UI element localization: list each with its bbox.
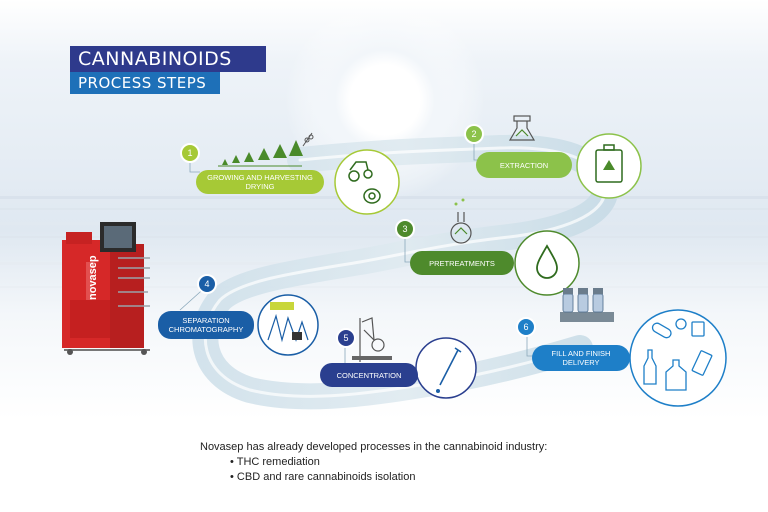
- rotary-evaporator-icon: [352, 317, 392, 362]
- step-1-icon-circle: [334, 149, 400, 215]
- step-2-label: EXTRACTION: [476, 152, 572, 178]
- step-4-number: 4: [197, 274, 217, 294]
- step-4-icon-circle: [257, 294, 319, 356]
- footer-intro: Novasep has already developed processes …: [200, 441, 548, 453]
- step-2-number: 2: [464, 124, 484, 144]
- footer-text: Novasep has already developed processes …: [200, 440, 547, 485]
- flask-icon: [508, 115, 536, 141]
- process-path: [192, 134, 619, 410]
- footer-bullet-2: • CBD and rare cannabinoids isolation: [230, 471, 416, 483]
- step-6-number: 6: [516, 317, 536, 337]
- step-4-label: SEPARATION CHROMATOGRAPHY: [158, 311, 254, 339]
- step-5-number: 5: [336, 328, 356, 348]
- pipette-icon: [436, 347, 462, 393]
- step-3-number: 3: [395, 219, 415, 239]
- step-1-label: GROWING AND HARVESTING DRYING: [196, 170, 324, 194]
- pills-icon: [651, 318, 705, 339]
- title-line-2: PROCESS STEPS: [70, 72, 220, 94]
- chromatography-system: novasep: [62, 222, 150, 355]
- step-3-label: PRETREATMENTS: [410, 251, 514, 275]
- droplet-icon: [536, 244, 558, 279]
- step-2-icon-circle: [576, 133, 642, 199]
- cannabis-plants-icon: [218, 140, 303, 167]
- chromatogram-icon: [267, 302, 309, 343]
- step-3-icon-circle: [514, 230, 580, 296]
- equipment-brand-label: novasep: [87, 255, 99, 300]
- title-line-1: CANNABINOIDS: [70, 46, 266, 72]
- vials-icon: [560, 288, 614, 322]
- round-flask-icon: [450, 198, 472, 244]
- footer-bullet-1: • THC remediation: [230, 456, 320, 468]
- scissors-icon: [302, 132, 314, 147]
- step-5-label: CONCENTRATION: [320, 363, 418, 387]
- step-6-label: FILL AND FINISH DELIVERY: [532, 345, 630, 371]
- bottles-icon: [643, 349, 713, 391]
- jerrycan-icon: [595, 144, 623, 183]
- hay-bale-icon: [363, 188, 381, 204]
- step-6-icon-circle: [629, 309, 727, 407]
- step-1-number: 1: [180, 143, 200, 163]
- step-5-icon-circle: [415, 337, 477, 399]
- tractor-icon: [348, 161, 373, 182]
